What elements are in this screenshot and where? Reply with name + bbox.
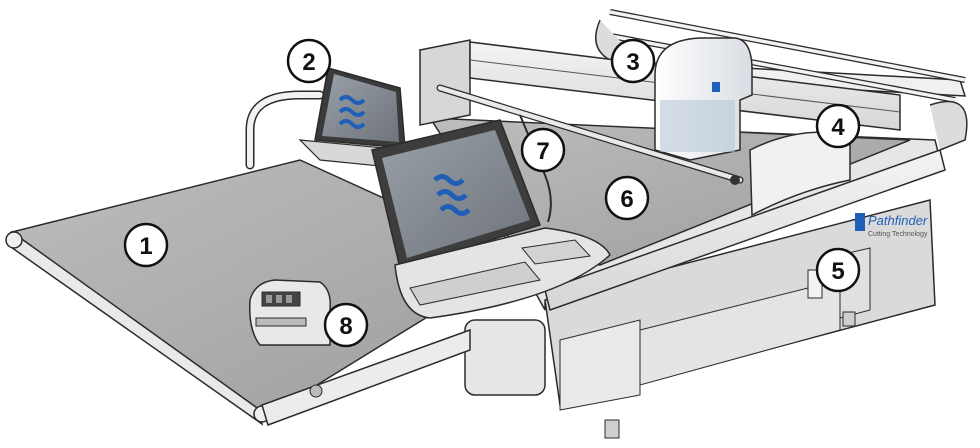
callout-label: 2 <box>302 49 315 76</box>
brand-logo: Pathfinder Cutting Technology <box>855 213 928 238</box>
callout-label: 7 <box>536 138 549 165</box>
rear-monitor <box>298 67 422 171</box>
callout-1: 1 <box>123 222 169 268</box>
callout-2: 2 <box>286 38 332 84</box>
callout-label: 8 <box>339 313 352 340</box>
operator-console <box>371 114 611 319</box>
cutting-head <box>654 37 753 161</box>
callout-label: 4 <box>831 114 845 141</box>
brand-logo-mark-icon <box>855 213 865 231</box>
callout-label: 1 <box>139 233 152 260</box>
callout-label: 3 <box>626 49 639 76</box>
beam-cover-panel <box>749 131 851 217</box>
callout-8: 8 <box>323 302 369 348</box>
callout-label: 5 <box>831 258 844 285</box>
callout-6: 6 <box>604 175 650 221</box>
callout-4: 4 <box>815 103 861 149</box>
brand-name: Pathfinder <box>868 213 928 228</box>
callout-5: 5 <box>815 247 861 293</box>
callout-7: 7 <box>520 127 566 173</box>
label-printer <box>248 279 332 346</box>
callout-3: 3 <box>610 38 656 84</box>
callout-label: 6 <box>620 186 633 213</box>
brand-tagline: Cutting Technology <box>868 231 928 238</box>
